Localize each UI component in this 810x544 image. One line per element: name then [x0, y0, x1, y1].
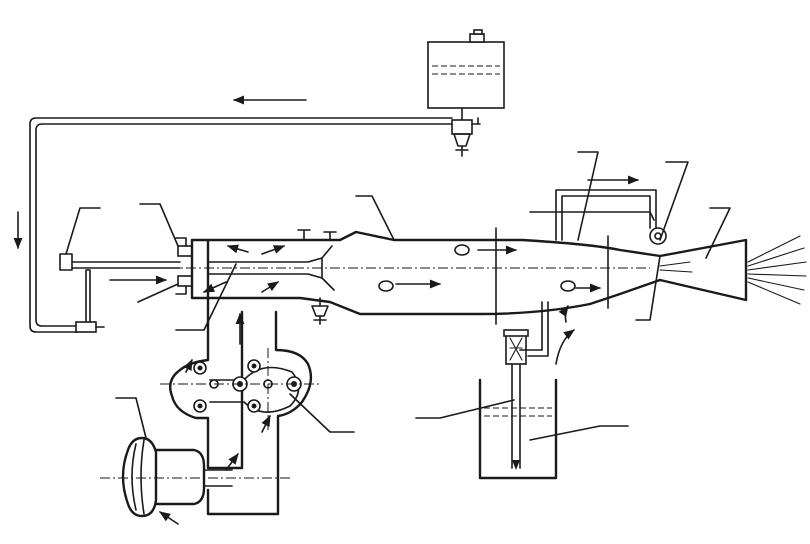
- venturi-tube: [96, 195, 662, 325]
- top-liquid-tank: [427, 29, 505, 157]
- spray-lines: [659, 235, 807, 305]
- flow-arrows: [13, 95, 640, 525]
- left-spray-nozzle: [59, 207, 181, 271]
- motor: [100, 397, 290, 518]
- bypass-loop: [529, 151, 689, 321]
- feed-pipe: [29, 117, 453, 333]
- exit-nozzle: [658, 207, 807, 305]
- blower-assembly: [160, 296, 355, 516]
- injector-head: [137, 203, 237, 331]
- lower-liquid-container: [415, 301, 629, 480]
